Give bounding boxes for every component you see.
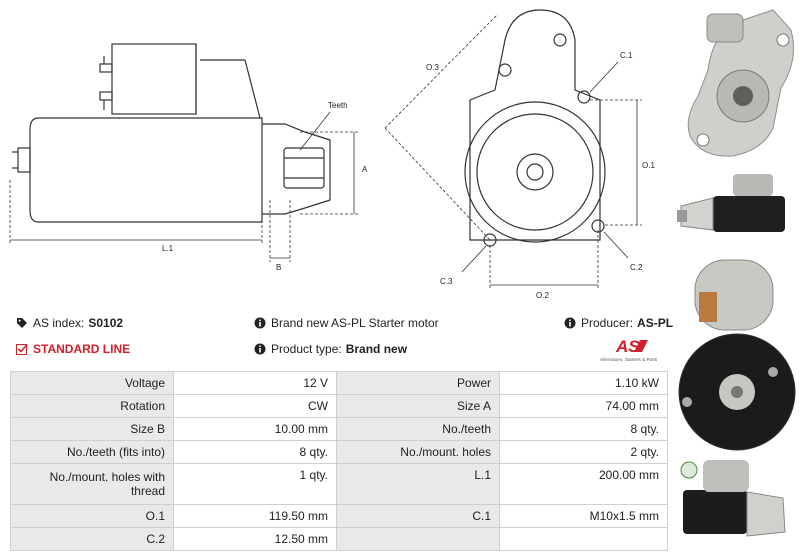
product-photo-side (673, 168, 800, 252)
label-c1: C.1 (620, 51, 633, 60)
spec-label: No./teeth (fits into) (10, 440, 174, 464)
spec-label: C.2 (10, 527, 174, 551)
producer-label: Producer: (581, 316, 634, 330)
product-type: Product type: Brand new (254, 342, 407, 356)
table-row: Rotation CW Size A 74.00 mm (10, 394, 668, 418)
spec-value: 8 qty. (499, 417, 668, 441)
product-photo-box (673, 452, 800, 558)
table-row: Size B 10.00 mm No./teeth 8 qty. (10, 417, 668, 441)
info-icon (254, 343, 266, 355)
spec-label: No./mount. holes (336, 440, 500, 464)
table-row: No./mount. holes with thread 1 qty. L.1 … (10, 463, 668, 505)
table-row: C.2 12.50 mm (10, 527, 668, 551)
label-a: A (362, 165, 368, 174)
product-type-value: Brand new (345, 342, 408, 356)
label-l1: L.1 (162, 244, 174, 253)
hole-c1 (577, 90, 591, 104)
front-flange-outline (469, 9, 601, 241)
spec-value: 2 qty. (499, 440, 668, 464)
solenoid-outline (111, 43, 197, 115)
spec-label: C.1 (336, 504, 500, 528)
standard-line: STANDARD LINE (16, 342, 130, 356)
pinion-outline (283, 147, 325, 189)
spec-value (499, 527, 668, 551)
product-type-label: Product type: (271, 342, 342, 356)
producer: Producer: AS-PL (564, 316, 673, 330)
logo-tagline: Alternators, Starters & Parts (600, 357, 658, 362)
table-row: Voltage 12 V Power 1.10 kW (10, 371, 668, 395)
spec-label (336, 527, 500, 551)
spec-value: 8 qty. (173, 440, 337, 464)
spec-value: 12 V (173, 371, 337, 395)
label-c2: C.2 (630, 263, 643, 272)
spec-label: No./mount. holes with thread (10, 463, 174, 505)
as-index: AS index: S0102 (16, 316, 123, 330)
spec-value: 74.00 mm (499, 394, 668, 418)
spec-value: 12.50 mm (173, 527, 337, 551)
description-text: Brand new AS-PL Starter motor (271, 316, 439, 330)
table-row: O.1 119.50 mm C.1 M10x1.5 mm (10, 504, 668, 528)
info-icon (254, 317, 266, 329)
spec-value: CW (173, 394, 337, 418)
tag-icon (17, 318, 27, 328)
description: Brand new AS-PL Starter motor (254, 316, 439, 330)
spec-value: M10x1.5 mm (499, 504, 668, 528)
spec-label: Size B (10, 417, 174, 441)
label-c3: C.3 (440, 277, 453, 286)
spec-value: 1 qty. (173, 463, 337, 505)
spec-label: O.1 (10, 504, 174, 528)
checkbox-icon (16, 343, 28, 355)
specs-table: Voltage 12 V Power 1.10 kW Rotation CW S… (10, 371, 668, 551)
as-index-value: S0102 (88, 316, 124, 330)
spec-label: No./teeth (336, 417, 500, 441)
info-icon (564, 317, 576, 329)
as-index-label: AS index: (33, 316, 85, 330)
product-photo-rear (673, 252, 800, 452)
producer-value: AS-PL (637, 316, 674, 330)
motor-body-outline (29, 117, 263, 223)
spec-label: Voltage (10, 371, 174, 395)
table-row: No./teeth (fits into) 8 qty. No./mount. … (10, 440, 668, 464)
spec-value: 200.00 mm (499, 463, 668, 505)
label-o1: O.1 (642, 161, 655, 170)
product-photo-front (673, 0, 800, 168)
logo-mark: AS (615, 337, 640, 356)
spec-label: Size A (336, 394, 500, 418)
spec-value: 1.10 kW (499, 371, 668, 395)
as-pl-logo: AS Alternators, Starters & Parts (600, 337, 658, 362)
spec-value: 10.00 mm (173, 417, 337, 441)
spec-label: Rotation (10, 394, 174, 418)
spec-value: 119.50 mm (173, 504, 337, 528)
technical-drawing: Teeth A L.1 B O.3 C.1 O.1 C.2 C.3 O.2 (9, 9, 655, 300)
standard-line-text: STANDARD LINE (33, 342, 131, 356)
spec-label: Power (336, 371, 500, 395)
label-o3: O.3 (426, 63, 439, 72)
label-teeth: Teeth (328, 101, 348, 110)
spec-label: L.1 (336, 463, 500, 505)
label-b: B (276, 263, 281, 272)
label-o2: O.2 (536, 291, 549, 300)
